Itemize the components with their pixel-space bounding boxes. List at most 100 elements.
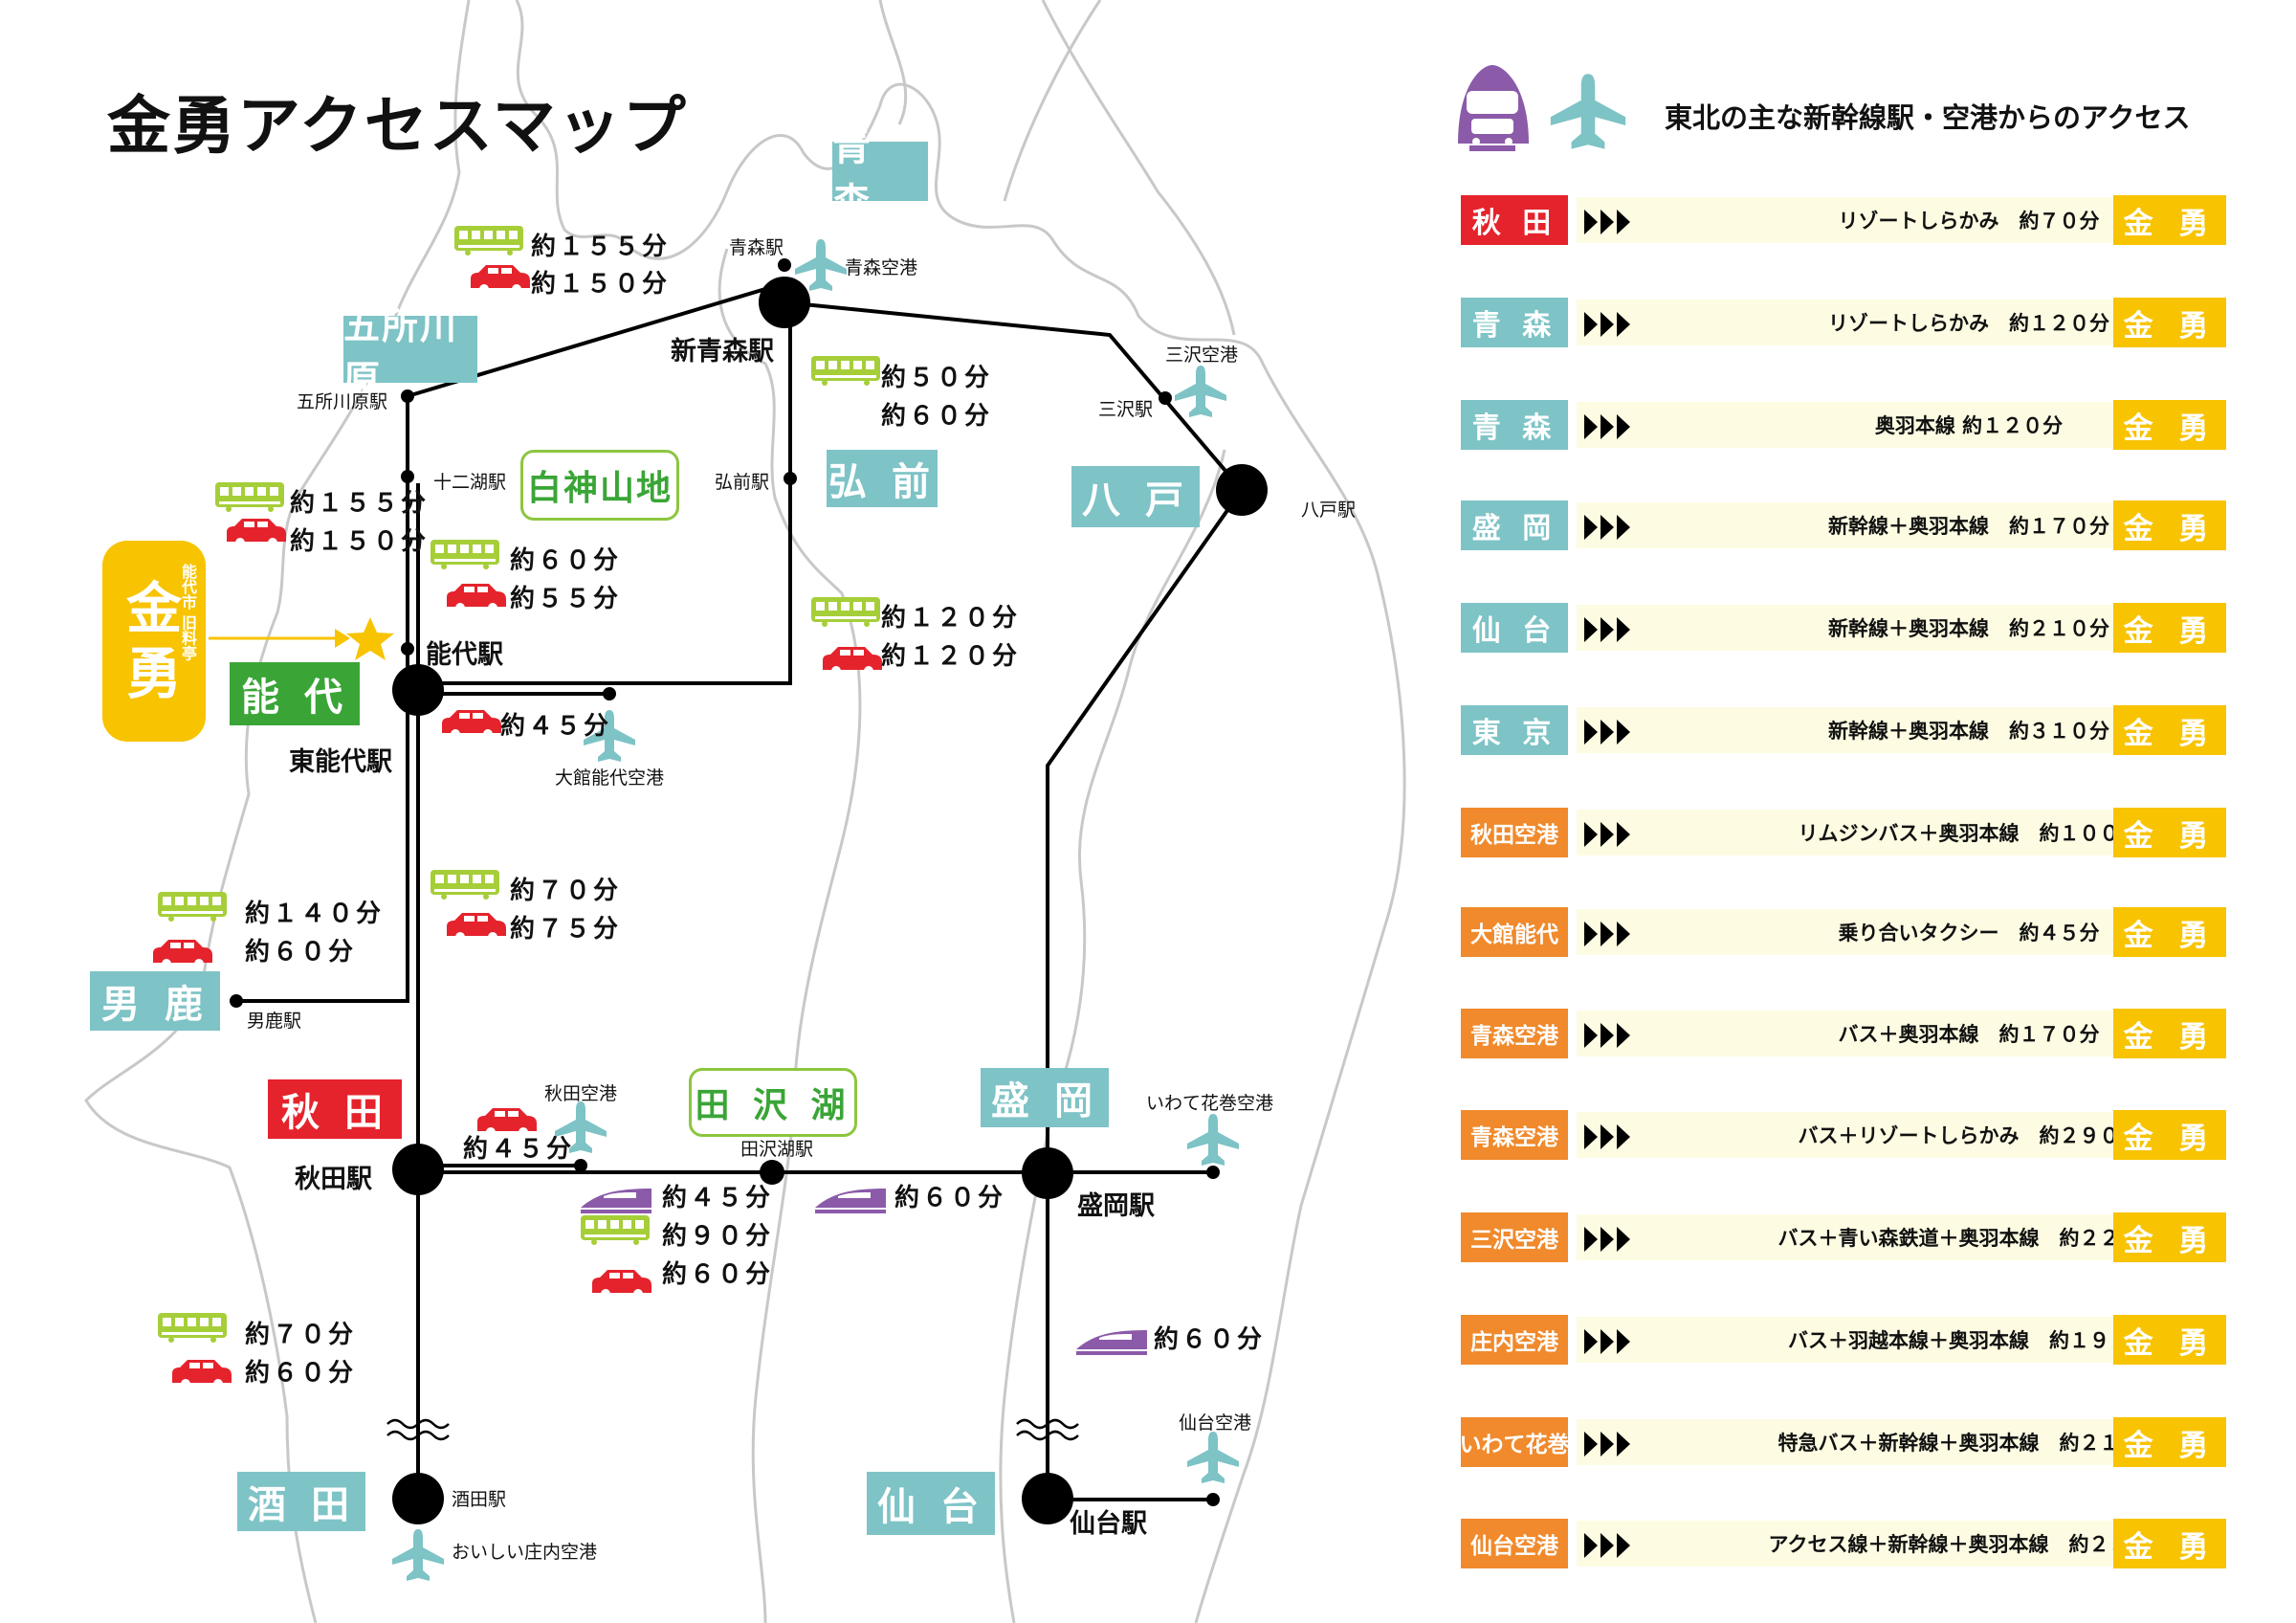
label-sendai-st: 仙台駅	[1070, 1509, 1147, 1539]
time-juniko-car: 約１５０分	[290, 527, 430, 556]
plane-icon-header	[1550, 74, 1626, 149]
plane-icon-odate	[584, 710, 635, 762]
row-origin: 青 森	[1461, 400, 1568, 450]
logo-arrowhead	[335, 629, 350, 648]
row-route: 新幹線＋奥羽本線 約３１０分	[1828, 720, 2109, 743]
rail-ou-north	[418, 302, 792, 685]
triple-arrow-icon	[1584, 414, 1630, 439]
row-route: バス＋リゾートしらかみ 約２９０分	[1798, 1124, 2140, 1147]
row-origin: 盛 岡	[1461, 500, 1568, 550]
label-aomori-st: 青森駅	[729, 237, 784, 258]
time-mid-car: 約７５分	[510, 915, 622, 944]
row-route-bar: バス＋羽越本線＋奥羽本線 約１９０分	[1577, 1317, 2208, 1363]
label-shonai-airport: おいしい庄内空港	[452, 1542, 598, 1563]
triple-arrow-icon	[1584, 1533, 1630, 1558]
dot-oga	[230, 994, 243, 1008]
shinkansen-front-icon	[1458, 65, 1529, 151]
train-icon	[454, 226, 523, 256]
dot-aomori-st	[778, 258, 791, 272]
row-route-bar: 奥羽本線 約１２０分	[1577, 402, 2208, 448]
car-icon	[592, 1270, 651, 1299]
time-akita-train: 約９０分	[662, 1222, 774, 1251]
time-akita-car: 約６０分	[662, 1260, 774, 1289]
row-destination: 金 勇	[2113, 1519, 2226, 1568]
row-destination: 金 勇	[2113, 808, 2226, 857]
time-goshogawara-train: 約１５５分	[531, 233, 671, 261]
station-dots	[230, 258, 1268, 1524]
row-route-bar: リゾートしらかみ 約１２０分	[1577, 300, 2208, 345]
row-destination: 金 勇	[2113, 907, 2226, 957]
dot-morioka	[1022, 1147, 1073, 1199]
place-goshogawara: 五所川原	[343, 305, 477, 400]
access-row: 秋田空港 リムジンバス＋奥羽本線 約１００分 金 勇	[1461, 808, 2226, 857]
dot-goshogawara	[401, 389, 414, 403]
label-shin-aomori: 新青森駅	[671, 337, 774, 367]
dot-higashi-noshiro	[392, 664, 444, 716]
row-origin: 三沢空港	[1461, 1212, 1568, 1262]
plane-icon-sendai	[1187, 1432, 1239, 1483]
access-row: 三沢空港 バス＋青い森鉄道＋奥羽本線 約２２０分 金 勇	[1461, 1212, 2226, 1262]
dot-shin-aomori	[759, 277, 810, 328]
access-row: 仙台空港 アクセス線＋新幹線＋奥羽本線 約２３０分 金 勇	[1461, 1519, 2226, 1568]
label-akita-st: 秋田駅	[295, 1165, 372, 1194]
time-odate-car: 約４５分	[500, 712, 612, 741]
car-icon	[153, 940, 212, 968]
dot-sendai	[1022, 1473, 1073, 1524]
place-noshiro: 能 代	[230, 662, 360, 725]
row-origin: 青 森	[1461, 298, 1568, 347]
logo-char-1: 金	[125, 576, 182, 641]
logo-subtitle: 能代市 旧料亭	[179, 564, 197, 661]
row-origin: 仙 台	[1461, 603, 1568, 653]
row-route: アクセス線＋新幹線＋奥羽本線 約２３０分	[1768, 1533, 2170, 1556]
access-row: いわて花巻 特急バス＋新幹線＋奥羽本線 約２１０分 金 勇	[1460, 1417, 2226, 1467]
place-oga: 男 鹿	[90, 971, 220, 1031]
access-row: 秋 田 リゾートしらかみ 約７０分 金 勇	[1461, 195, 2226, 245]
train-icon	[430, 870, 499, 900]
triple-arrow-icon	[1584, 617, 1630, 642]
row-route: リムジンバス＋奥羽本線 約１００分	[1798, 822, 2140, 845]
row-origin: 庄内空港	[1461, 1315, 1568, 1365]
row-route: 新幹線＋奥羽本線 約２１０分	[1828, 617, 2109, 640]
row-route: 奥羽本線 約１２０分	[1874, 414, 2064, 437]
car-icon	[477, 1108, 537, 1137]
label-odate-airport: 大館能代空港	[555, 767, 665, 789]
row-route: リゾートしらかみ 約７０分	[1838, 210, 2100, 233]
plane-icon-akita	[555, 1101, 607, 1153]
label-juniko: 十二湖駅	[433, 472, 507, 493]
label-aomori-airport: 青森空港	[845, 257, 918, 278]
plane-icon-shonai	[392, 1529, 444, 1581]
row-route: 新幹線＋奥羽本線 約１７０分	[1828, 515, 2109, 538]
row-route-bar: 特急バス＋新幹線＋奥羽本線 約２１０分	[1577, 1419, 2208, 1465]
row-route-bar: 新幹線＋奥羽本線 約１７０分	[1577, 502, 2208, 548]
panel-title: 東北の主な新幹線駅・空港からのアクセス	[1665, 101, 2191, 134]
train-icon	[811, 597, 880, 627]
time-tazawako-shinkansen: 約６０分	[894, 1184, 1006, 1212]
plane-icon-misawa	[1175, 366, 1226, 417]
train-icon	[581, 1215, 650, 1245]
car-icon	[447, 913, 506, 942]
shinkansen-icon	[815, 1189, 886, 1213]
dot-hachinohe	[1216, 464, 1268, 516]
access-row: 庄内空港 バス＋羽越本線＋奥羽本線 約１９０分 金 勇	[1461, 1315, 2226, 1365]
time-juniko-train: 約１５５分	[290, 489, 430, 518]
label-hirosaki-st: 弘前駅	[715, 472, 770, 493]
place-aomori: 青 森	[832, 125, 928, 225]
dot-hanamaki-airport	[1206, 1166, 1220, 1179]
triple-arrow-icon	[1584, 720, 1630, 745]
dot-misawa	[1159, 391, 1172, 405]
dot-sendai-airport	[1206, 1493, 1220, 1506]
triple-arrow-icon	[1584, 922, 1630, 946]
time-shinaomori-car: 約６０分	[881, 402, 993, 431]
label-misawa-airport: 三沢空港	[1165, 345, 1239, 366]
place-morioka: 盛 岡	[981, 1068, 1109, 1127]
car-icon	[227, 519, 286, 547]
time-akita-shinkansen: 約４５分	[662, 1184, 774, 1212]
time-shinaomori-train: 約５０分	[881, 364, 993, 392]
shinkansen-icon	[1076, 1330, 1147, 1355]
place-shirakami: 白神山地	[520, 450, 679, 521]
row-destination: 金 勇	[2113, 400, 2226, 450]
place-hachinohe: 八 戸	[1071, 466, 1200, 527]
row-origin: 秋 田	[1461, 195, 1568, 245]
page-title: 金勇アクセスマップ	[107, 89, 688, 163]
dot-tazawako	[760, 1160, 784, 1185]
